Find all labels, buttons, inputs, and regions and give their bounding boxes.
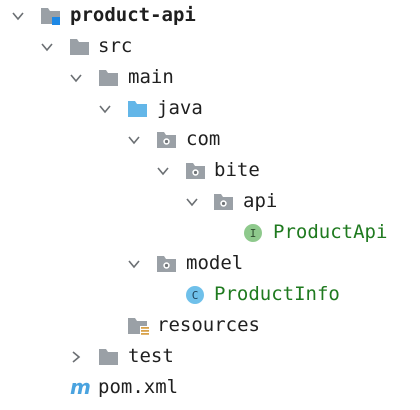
tree-row-product-api[interactable]: product-api <box>0 0 420 31</box>
resources-folder-icon <box>127 316 150 337</box>
tree-label: test <box>128 345 174 367</box>
tree-label: model <box>186 252 244 274</box>
tree-label: pom.xml <box>98 376 179 398</box>
tree-label: com <box>186 128 221 150</box>
chevron-down-icon[interactable] <box>126 256 142 272</box>
tree-label: src <box>98 35 133 57</box>
tree-row-src[interactable]: src <box>0 31 420 62</box>
tree-row-api[interactable]: api <box>0 186 420 217</box>
tree-row-main[interactable]: main <box>0 62 420 93</box>
tree-row-test[interactable]: test <box>0 341 420 372</box>
tree-label: ProductApi <box>273 221 388 243</box>
tree-row-resources[interactable]: resources <box>0 310 420 341</box>
tree-row-model[interactable]: model <box>0 248 420 279</box>
module-folder-icon <box>40 6 60 26</box>
chevron-right-icon[interactable] <box>68 349 84 365</box>
tree-label: api <box>243 190 278 212</box>
maven-icon: m <box>68 375 91 399</box>
chevron-down-icon[interactable] <box>97 101 113 117</box>
tree-label: ProductInfo <box>214 283 340 305</box>
chevron-down-icon[interactable] <box>10 8 26 24</box>
tree-row-bite[interactable]: bite <box>0 155 420 186</box>
tree-row-com[interactable]: com <box>0 124 420 155</box>
tree-label: bite <box>214 159 260 181</box>
chevron-down-icon[interactable] <box>184 194 200 210</box>
tree-label: resources <box>157 314 260 336</box>
class-letter: C <box>192 289 199 302</box>
source-root-folder-icon <box>127 99 147 119</box>
tree-row-productapi[interactable]: I ProductApi <box>0 217 420 248</box>
chevron-down-icon[interactable] <box>68 70 84 86</box>
chevron-down-icon[interactable] <box>155 163 171 179</box>
folder-icon <box>98 347 118 367</box>
folder-icon <box>69 37 89 57</box>
tree-label: main <box>128 66 174 88</box>
package-icon <box>185 161 205 181</box>
folder-icon <box>98 68 118 88</box>
tree-row-pom-xml[interactable]: m pom.xml <box>0 372 420 403</box>
package-icon <box>156 130 176 150</box>
package-icon <box>213 192 233 212</box>
chevron-down-icon[interactable] <box>126 132 142 148</box>
tree-row-java[interactable]: java <box>0 93 420 124</box>
chevron-down-icon[interactable] <box>39 39 55 55</box>
tree-row-productinfo[interactable]: C ProductInfo <box>0 279 420 310</box>
interface-letter: I <box>250 227 257 240</box>
tree-label: product-api <box>70 4 196 26</box>
maven-letter: m <box>70 375 91 399</box>
class-icon: C <box>185 285 205 305</box>
package-icon <box>156 254 176 274</box>
tree-label: java <box>157 97 203 119</box>
interface-icon: I <box>243 223 263 243</box>
